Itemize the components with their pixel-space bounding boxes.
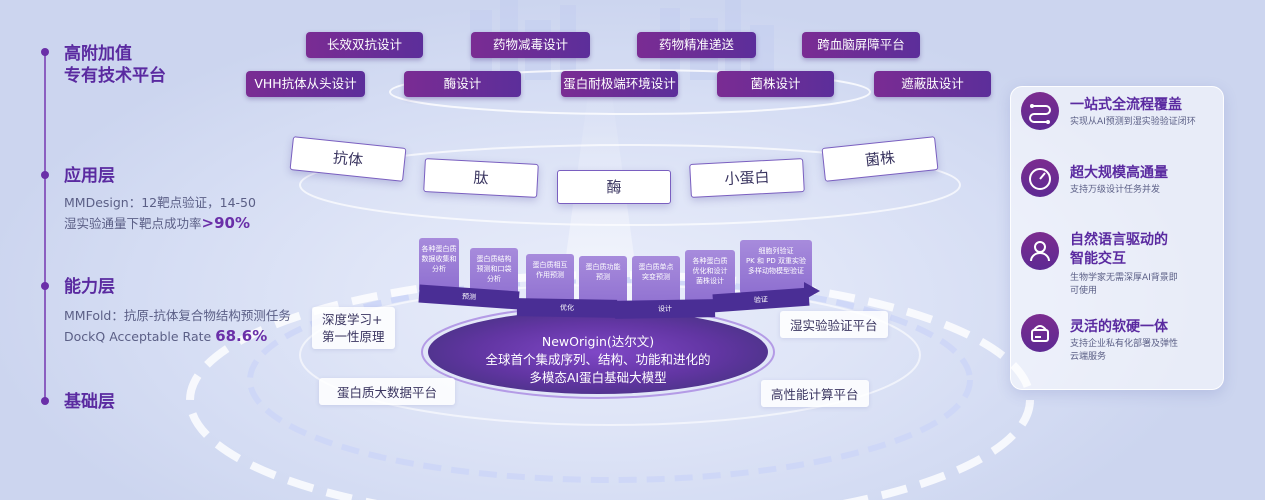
user-icon bbox=[1021, 232, 1059, 270]
tech-pill: 跨血脑屏障平台 bbox=[802, 32, 920, 58]
deep-learning-tag: 深度学习+ 第一性原理 bbox=[312, 307, 395, 349]
tech-pill: VHH抗体从头设计 bbox=[246, 71, 365, 97]
pipeline-arrowhead-icon bbox=[804, 282, 820, 300]
layer-rail bbox=[44, 52, 46, 404]
application-box-peptide: 肽 bbox=[423, 158, 539, 198]
capability-card: 各种蛋白质数据收集和分析 bbox=[419, 238, 459, 292]
workflow-icon bbox=[1021, 92, 1059, 130]
application-box-enzyme: 酶 bbox=[557, 170, 671, 204]
feature-title: 一站式全流程覆盖 bbox=[1070, 97, 1182, 113]
base-layer-title: 基础层 bbox=[64, 392, 115, 412]
feature-title: 灵活的软硬一体 bbox=[1070, 319, 1168, 335]
platform-layer-title: 高附加值 专有技术平台 bbox=[64, 44, 166, 86]
application-layer-title: 应用层 bbox=[64, 166, 115, 186]
feature-title: 自然语言驱动的 智能交互 bbox=[1070, 232, 1168, 267]
tech-pill: 药物精准递送 bbox=[637, 32, 756, 58]
feature-desc: 实现从AI预测到湿实验验证闭环 bbox=[1070, 117, 1196, 127]
layer-dot bbox=[41, 48, 49, 56]
application-layer-desc: MMDesign：12靶点验证，14-50 湿实验通量下靶点成功率>90% bbox=[64, 195, 256, 232]
application-box-small-protein: 小蛋白 bbox=[689, 158, 805, 198]
layer-dot bbox=[41, 171, 49, 179]
speedometer-icon bbox=[1021, 159, 1059, 197]
layer-dot bbox=[41, 282, 49, 290]
tech-pill: 遮蔽肽设计 bbox=[874, 71, 991, 97]
model-desc: 多模态AI蛋白基础大模型 bbox=[529, 370, 667, 385]
feature-title: 超大规模高通量 bbox=[1070, 165, 1168, 181]
protein-data-platform-tag: 蛋白质大数据平台 bbox=[319, 378, 456, 405]
server-cloud-icon bbox=[1021, 314, 1059, 352]
feature-desc: 支持企业私有化部署及弹性 云端服务 bbox=[1070, 339, 1179, 362]
model-desc: 全球首个集成序列、结构、功能和进化的 bbox=[485, 352, 711, 367]
feature-desc: 生物学家无需深厚AI背景即 可使用 bbox=[1070, 273, 1178, 296]
capability-layer-title: 能力层 bbox=[64, 277, 115, 297]
tech-pill: 蛋白耐极端环境设计 bbox=[561, 71, 678, 97]
hpc-platform-tag: 高性能计算平台 bbox=[761, 380, 869, 407]
layer-dot bbox=[41, 397, 49, 405]
foundation-model: NewOrigin(达尔文) 全球首个集成序列、结构、功能和进化的 多模态AI蛋… bbox=[458, 333, 738, 387]
capability-card: 各种蛋白质优化和设计菌株设计 bbox=[685, 250, 735, 304]
wet-lab-platform-tag: 湿实验验证平台 bbox=[780, 311, 888, 338]
capability-layer-desc: MMFold：抗原-抗体复合物结构预测任务 DockQ Acceptable R… bbox=[64, 308, 291, 345]
tech-pill: 长效双抗设计 bbox=[306, 32, 423, 58]
feature-desc: 支持万级设计任务并发 bbox=[1070, 185, 1161, 195]
tech-pill: 菌株设计 bbox=[717, 71, 834, 97]
tech-pill: 药物减毒设计 bbox=[471, 32, 590, 58]
pipeline-stage-optimize: 优化 bbox=[516, 298, 618, 318]
tech-pill: 酶设计 bbox=[404, 71, 521, 97]
pipeline-stage-design: 设计 bbox=[614, 299, 716, 319]
model-name: NewOrigin(达尔文) bbox=[541, 334, 655, 349]
